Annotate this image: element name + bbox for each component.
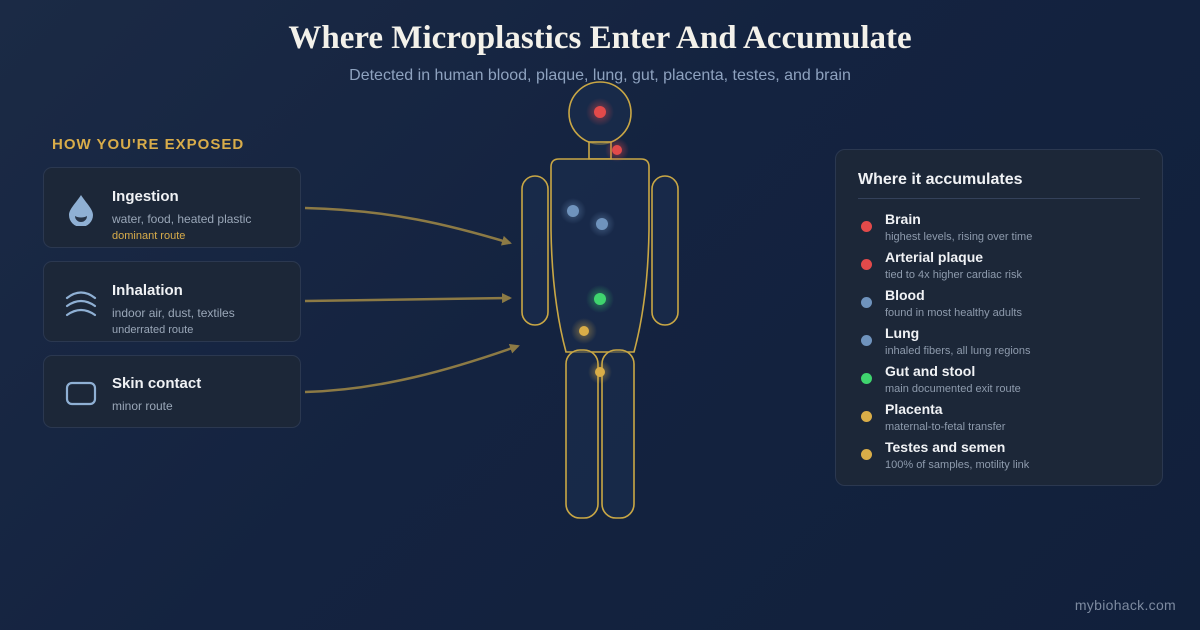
- legend-dot: [861, 297, 872, 308]
- body-right-leg: [601, 349, 635, 519]
- marker-placenta: [579, 326, 589, 336]
- body-torso: [550, 158, 650, 353]
- marker-gut: [594, 293, 606, 305]
- legend-item-brain: Brain highest levels, rising over time: [858, 211, 1148, 247]
- water-drop-icon: [69, 195, 93, 226]
- legend-item-desc: main documented exit route: [885, 383, 1021, 395]
- route-name: Ingestion: [112, 188, 179, 205]
- legend-dot: [861, 449, 872, 460]
- body-left-leg: [565, 349, 599, 519]
- legend-dot: [861, 335, 872, 346]
- legend-item-lung: Lung inhaled fibers, all lung regions: [858, 325, 1148, 361]
- legend-item-gut-and-stool: Gut and stool main documented exit route: [858, 363, 1148, 399]
- arrow-inhalation: [304, 293, 512, 304]
- route-note: underrated route: [112, 324, 194, 336]
- route-card-ingestion: Ingestion water, food, heated plastic do…: [43, 167, 301, 248]
- legend-item-name: Blood: [885, 287, 925, 303]
- arrow-ingestion: [304, 206, 512, 246]
- route-note: dominant route: [112, 230, 186, 242]
- marker-arterial-plaque: [612, 145, 622, 155]
- marker-brain: [594, 106, 606, 118]
- legend-item-desc: 100% of samples, motility link: [885, 459, 1030, 471]
- legend-item-name: Gut and stool: [885, 363, 976, 379]
- legend-item-desc: tied to 4x higher cardiac risk: [885, 269, 1022, 281]
- route-desc: minor route: [112, 399, 173, 413]
- legend-item-desc: inhaled fibers, all lung regions: [885, 345, 1031, 357]
- legend-item-desc: maternal-to-fetal transfer: [885, 421, 1006, 433]
- legend-item-placenta: Placenta maternal-to-fetal transfer: [858, 401, 1148, 437]
- legend-item-desc: found in most healthy adults: [885, 307, 1022, 319]
- legend-item-blood: Blood found in most healthy adults: [858, 287, 1148, 323]
- legend-item-name: Brain: [885, 211, 921, 227]
- page-subtitle: Detected in human blood, plaque, lung, g…: [349, 67, 851, 84]
- marker-testes: [595, 367, 605, 377]
- marker-lung: [596, 218, 608, 230]
- air-waves-icon: [65, 291, 97, 317]
- legend-dot: [861, 373, 872, 384]
- accumulation-legend: Where it accumulates Brain highest level…: [835, 149, 1163, 486]
- exposure-heading: HOW YOU'RE EXPOSED: [52, 136, 245, 153]
- legend-divider: [858, 198, 1140, 199]
- skin-patch-icon: [65, 381, 97, 406]
- legend-dot: [861, 411, 872, 422]
- route-card-inhalation: Inhalation indoor air, dust, textiles un…: [43, 261, 301, 342]
- page-title: Where Microplastics Enter And Accumulate: [288, 20, 912, 56]
- body-left-arm: [521, 175, 549, 326]
- legend-item-name: Arterial plaque: [885, 249, 984, 265]
- legend-item-name: Lung: [885, 325, 920, 341]
- legend-item-testes-and-semen: Testes and semen 100% of samples, motili…: [858, 439, 1148, 475]
- legend-item-desc: highest levels, rising over time: [885, 231, 1033, 243]
- legend-dot: [861, 259, 872, 270]
- body-right-arm: [651, 175, 679, 326]
- legend-dot: [861, 221, 872, 232]
- route-card-skin-contact: Skin contact minor route: [43, 355, 301, 428]
- legend-item-name: Testes and semen: [885, 439, 1006, 455]
- arrow-skin-contact: [304, 343, 520, 394]
- legend-item-name: Placenta: [885, 401, 943, 417]
- route-desc: indoor air, dust, textiles: [112, 306, 235, 320]
- route-name: Skin contact: [112, 375, 202, 392]
- route-desc: water, food, heated plastic: [112, 212, 252, 226]
- legend-title: Where it accumulates: [858, 171, 1023, 188]
- legend-item-arterial-plaque: Arterial plaque tied to 4x higher cardia…: [858, 249, 1148, 285]
- route-name: Inhalation: [112, 282, 183, 299]
- marker-blood: [567, 205, 579, 217]
- footer-brand: mybiohack.com: [1074, 597, 1176, 613]
